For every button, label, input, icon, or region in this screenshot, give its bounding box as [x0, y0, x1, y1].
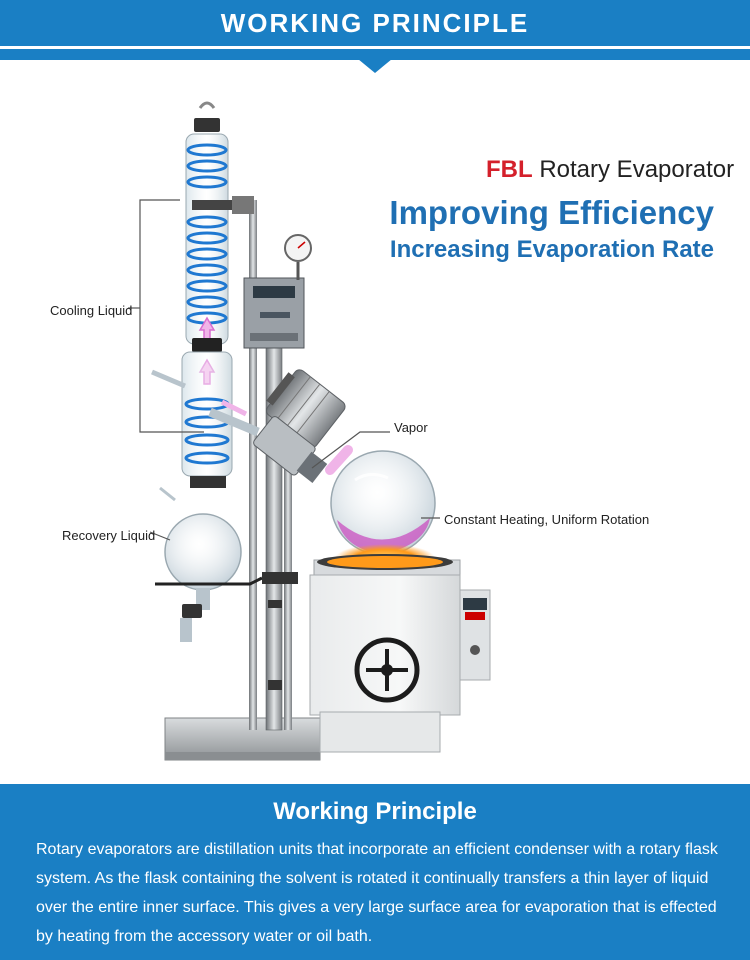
callout-lines: [128, 199, 440, 541]
product-name: Rotary Evaporator: [539, 156, 735, 183]
info-panel: Working Principle Rotary evaporators are…: [0, 784, 750, 960]
heating-bath: [309, 544, 491, 753]
motor: [253, 369, 346, 483]
evaporating-flask: [330, 450, 436, 556]
base-plate: [164, 717, 321, 761]
rotary-evaporator-illustration: [128, 101, 491, 761]
banner-notch: [358, 59, 392, 73]
banner-rule: [0, 49, 750, 60]
product-brand-line: FBL Rotary Evaporator: [486, 156, 734, 184]
brand-name: FBL: [486, 156, 533, 183]
control-box: [243, 277, 305, 349]
callout-heating-rotation: Constant Heating, Uniform Rotation: [444, 512, 650, 527]
cooling-coil: [186, 143, 228, 325]
callout-cooling-liquid: Cooling Liquid: [50, 303, 133, 318]
condenser: [185, 101, 254, 385]
callout-vapor: Vapor: [394, 420, 428, 435]
bath-handwheel-icon: [354, 637, 420, 703]
banner-title: WORKING PRINCIPLE: [220, 8, 530, 38]
subheadline: Increasing Evaporation Rate: [389, 236, 714, 263]
top-banner: WORKING PRINCIPLE: [0, 0, 750, 46]
receiving-column: [151, 351, 260, 488]
info-title: Working Principle: [273, 798, 477, 825]
headline: Improving Efficiency: [389, 194, 714, 231]
recovery-flask: [155, 486, 298, 642]
pressure-gauge-icon: [284, 234, 312, 280]
callout-recovery-liquid: Recovery Liquid: [62, 528, 156, 543]
info-body: Rotary evaporators are distillation unit…: [36, 841, 718, 945]
vapor-flow-arrow: [325, 445, 353, 475]
